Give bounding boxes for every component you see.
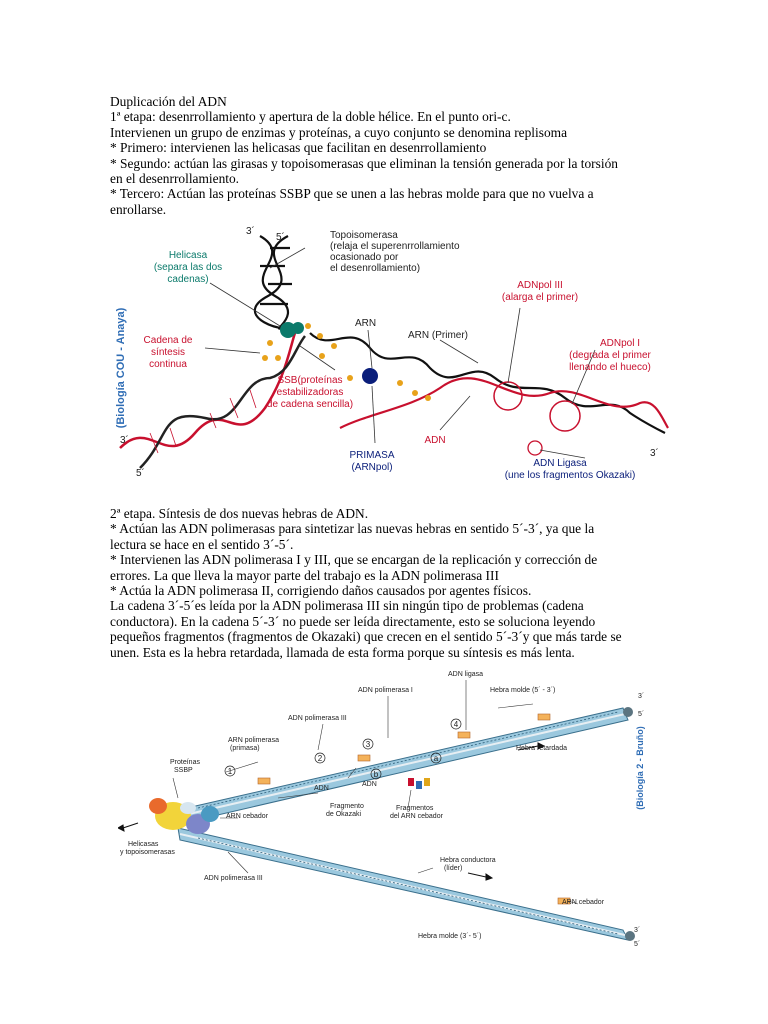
arn-primer-label: ARN (Primer) xyxy=(408,330,468,341)
end-label: 3´ xyxy=(246,225,255,237)
label-adn-pol3-bottom: ADN polimerasa III xyxy=(204,875,263,882)
end-label: 5´ xyxy=(638,711,644,718)
topoisomerasa-desc: el desenrollamiento) xyxy=(330,263,420,274)
label-fragmentos-arn-sub: del ARN cebador xyxy=(390,813,444,820)
label-hebra-molde-top: Hebra molde (5´ - 3´) xyxy=(490,687,555,694)
paragraph-line: Intervienen un grupo de enzimas y proteí… xyxy=(110,125,670,140)
paragraph-line: La cadena 3´-5´es leída por la ADN polim… xyxy=(110,598,670,613)
end-label: 3´ xyxy=(120,434,129,446)
label-proteinas-sub: SSBP xyxy=(174,767,193,774)
replication-detail-diagram: (Biología 2 - Bruño) xyxy=(118,668,658,958)
end-label: 5´ xyxy=(276,231,285,243)
paragraph-line: 1ª etapa: desenrrollamiento y apertura d… xyxy=(110,109,670,124)
paragraph-line: * Actúa la ADN polimerasa II, corrigiend… xyxy=(110,583,670,598)
label-hebra-conductora: Hebra conductora xyxy=(440,857,496,864)
label-helicasas: Helicasas xyxy=(128,841,159,848)
paragraph-line: * Primero: intervienen las helicasas que… xyxy=(110,140,670,155)
end-label: 5´ xyxy=(136,467,145,479)
paragraph-line: * Segundo: actúan las girasas y topoisom… xyxy=(110,156,670,171)
topoisomerasa-desc: (relaja el superenrrollamiento xyxy=(330,241,460,252)
label-arn-pol: ARN polimerasa xyxy=(228,737,279,744)
label-adn-1: ADN xyxy=(314,785,329,792)
ligasa-circle xyxy=(528,441,542,455)
label-proteinas: Proteínas xyxy=(170,759,200,766)
end-label: 5´ xyxy=(634,941,640,948)
label-helicasas-sub: y topoisomerasas xyxy=(120,849,175,856)
adnpol3-desc: (alarga el primer) xyxy=(502,292,578,303)
figure2-side-label: (Biología 2 - Bruño) xyxy=(635,726,645,810)
label-adn-ligasa: ADN ligasa xyxy=(448,671,483,678)
section2-text: 2ª etapa. Síntesis de dos nuevas hebras … xyxy=(110,506,670,660)
primasa-desc: (ARNpol) xyxy=(351,462,392,473)
ssb-desc: de cadena sencilla) xyxy=(267,399,353,410)
topoisomerasa-desc: ocasionado por xyxy=(330,252,399,263)
helicasa-desc: (separa las dos xyxy=(154,262,222,273)
step-number: 4 xyxy=(454,720,459,729)
label-arn-pol-sub: (primasa) xyxy=(230,745,260,752)
label-fragmento-sub: de Okazaki xyxy=(326,811,361,818)
paragraph-line: lectura se hace en el sentido 3´-5´. xyxy=(110,537,670,552)
ligasa-label: ADN Ligasa xyxy=(533,458,587,469)
primasa-icon xyxy=(362,368,378,384)
cadena-label: Cadena de xyxy=(144,335,193,346)
cadena-desc: continua xyxy=(149,359,187,370)
primasa-label: PRIMASA xyxy=(349,450,394,461)
ligasa-desc: (une los fragmentos Okazaki) xyxy=(505,470,636,481)
topoisomerasa-label: Topoisomerasa xyxy=(330,230,398,241)
ssb-desc: estabilizadoras xyxy=(277,387,344,398)
replication-fork-diagram: (Biología COU - Anaya) xyxy=(110,218,670,496)
arn-label: ARN xyxy=(355,318,376,329)
end-caps xyxy=(623,707,635,941)
adnpol1-desc: (degrada el primer xyxy=(569,350,651,361)
label-adn-2: ADN xyxy=(362,781,377,788)
end-label: 3´ xyxy=(634,927,640,934)
helicasa-desc: cadenas) xyxy=(167,274,208,285)
document-title: Duplicación del ADN xyxy=(110,94,670,109)
label-hebra-retardada: Hebra retardada xyxy=(516,745,567,752)
paragraph-line: pequeños fragmentos (fragmentos de Okaza… xyxy=(110,629,670,644)
paragraph-line: unen. Esta es la hebra retardada, llamad… xyxy=(110,645,670,660)
arn-fragments-icon xyxy=(408,778,430,789)
label-arn-cebador-2: ARN cebador xyxy=(562,899,605,906)
section1-text: Duplicación del ADN 1ª etapa: desenrroll… xyxy=(110,94,670,217)
adnpol1-label: ADNpol I xyxy=(600,338,640,349)
paragraph-line: en el desenrrollamiento. xyxy=(110,171,670,186)
adn-label: ADN xyxy=(424,435,445,446)
figure1-side-label: (Biología COU - Anaya) xyxy=(115,307,127,428)
helicasa-label: Helicasa xyxy=(169,250,208,261)
template-strand xyxy=(340,378,668,428)
ssb-label: SSB(proteínas xyxy=(277,375,342,386)
label-hebra-conductora-sub: (líder) xyxy=(444,865,462,872)
paragraph-line: errores. La que lleva la mayor parte del… xyxy=(110,568,670,583)
helicasa-icon xyxy=(292,322,304,334)
paragraph-line: 2ª etapa. Síntesis de dos nuevas hebras … xyxy=(110,506,670,521)
adnpol1-circle xyxy=(550,401,580,431)
end-label: 3´ xyxy=(650,447,659,459)
step-number: 2 xyxy=(318,754,323,763)
label-hebra-molde-bottom: Hebra molde (3´- 5´) xyxy=(418,933,481,940)
step-letter: b xyxy=(374,770,379,779)
cadena-desc: síntesis xyxy=(151,347,185,358)
paragraph-line: * Intervienen las ADN polimerasa I y III… xyxy=(110,552,670,567)
label-fragmentos-arn: Fragmentos xyxy=(396,805,434,812)
adnpol3-label: ADNpol III xyxy=(517,280,563,291)
adnpol1-desc: llenando el hueco) xyxy=(569,362,651,373)
lower-arm xyxy=(178,828,628,940)
paragraph-line: * Tercero: Actúan las proteínas SSBP que… xyxy=(110,186,670,201)
label-adn-pol1: ADN polimerasa I xyxy=(358,687,413,694)
step-number: 3 xyxy=(366,740,371,749)
step-letter: a xyxy=(434,754,439,763)
end-label: 3´ xyxy=(638,693,644,700)
paragraph-line: enrollarse. xyxy=(110,202,670,217)
label-arn-cebador-1: ARN cebador xyxy=(226,813,269,820)
paragraph-line: * Actúan las ADN polimerasas para sintet… xyxy=(110,521,670,536)
label-adn-pol3-top: ADN polimerasa III xyxy=(288,715,347,722)
label-fragmento: Fragmento xyxy=(330,803,364,810)
paragraph-line: conductora). En la cadena 5´-3´ no puede… xyxy=(110,614,670,629)
